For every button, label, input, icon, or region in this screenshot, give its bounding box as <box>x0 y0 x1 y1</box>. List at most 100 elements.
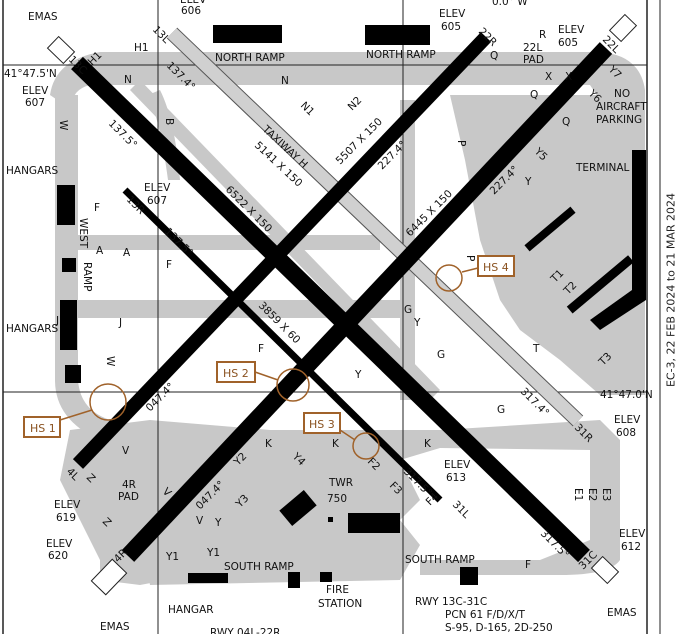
terminal-building <box>590 150 646 330</box>
map-label: 41°47.0'N <box>600 389 653 401</box>
map-label: A <box>123 247 131 259</box>
map-label: 605 <box>441 21 461 33</box>
map-label: Y <box>354 369 362 381</box>
map-label: ELEV <box>46 538 73 550</box>
map-label: 41°47.5'N <box>4 68 57 80</box>
map-label: F <box>258 343 264 355</box>
hangar-south <box>188 573 228 583</box>
map-label: 607 <box>25 97 45 109</box>
map-label: STATION <box>318 598 362 610</box>
hotspot-1-circle[interactable] <box>89 383 127 421</box>
map-label: G <box>404 304 412 316</box>
building <box>288 572 300 588</box>
hotspot-2-circle[interactable] <box>276 368 310 402</box>
runway-4l-22r[interactable] <box>72 32 492 469</box>
hotspot-4-circle[interactable] <box>435 264 463 292</box>
map-label: 750 <box>327 493 347 505</box>
building <box>460 567 478 585</box>
taxiway-a <box>78 235 380 250</box>
map-label: 22L <box>523 42 542 54</box>
map-label: Y <box>413 317 421 329</box>
concourse <box>524 206 576 252</box>
building-north-ramp-2 <box>365 25 430 45</box>
map-label: V <box>122 445 130 457</box>
map-label: P <box>464 255 476 261</box>
map-label: HANGARS <box>6 323 59 335</box>
map-label: HANGARS <box>6 165 59 177</box>
map-label: R <box>539 29 546 41</box>
map-label: Q <box>530 89 538 101</box>
map-label: N <box>281 75 289 87</box>
building <box>348 513 400 533</box>
map-label: 619 <box>56 512 76 524</box>
map-label: ELEV <box>54 499 81 511</box>
map-label: A <box>96 245 104 257</box>
map-label: P <box>455 140 467 146</box>
map-label: S-95, D-165, 2D-250 <box>445 622 553 634</box>
map-label: 13L <box>150 24 172 46</box>
map-label: RWY 04L-22R <box>210 627 280 634</box>
map-label: B <box>163 118 175 125</box>
map-label: EMAS <box>28 11 58 23</box>
map-label: Q <box>562 116 570 128</box>
map-label: WEST <box>77 218 89 249</box>
map-label: NORTH RAMP <box>366 49 436 61</box>
map-label: RAMP <box>81 262 93 291</box>
hotspot-1-leader <box>59 409 93 421</box>
map-label: Y <box>524 176 532 188</box>
map-label: NO <box>614 88 630 100</box>
map-label: ELEV <box>619 528 646 540</box>
map-label: E3 <box>600 488 612 501</box>
tower-building <box>279 490 317 526</box>
map-label: Q <box>490 50 498 62</box>
hotspot-3-leader <box>339 429 356 441</box>
map-label: ELEV <box>22 85 49 97</box>
building-north-ramp <box>213 25 282 43</box>
hotspot-3-circle[interactable] <box>352 432 380 460</box>
map-label: EMAS <box>100 621 130 633</box>
map-label: J <box>118 317 122 329</box>
hotspot-1-box[interactable] <box>23 416 61 438</box>
hotspot-3-label: HS 3 <box>309 418 335 431</box>
map-label: F <box>525 559 531 571</box>
runway-13c-31c[interactable] <box>71 56 590 563</box>
map-label: W <box>57 120 69 131</box>
hotspot-3-box[interactable] <box>303 412 341 434</box>
map-label: K <box>424 438 432 450</box>
tower <box>328 517 333 522</box>
fire-station <box>320 572 332 582</box>
hotspot-2-leader <box>254 371 279 381</box>
emas-22l <box>608 13 638 43</box>
map-label: H1 <box>134 42 149 54</box>
map-label: 0.0° W <box>492 0 528 8</box>
map-label: J <box>55 315 59 327</box>
hotspot-circles <box>59 264 479 460</box>
map-label: 613 <box>446 472 466 484</box>
map-label: ELEV <box>614 414 641 426</box>
map-label: 607 <box>147 195 167 207</box>
map-label: Y <box>214 517 222 529</box>
map-label: X <box>545 71 552 83</box>
map-label: AIRCRAFT <box>596 101 647 113</box>
map-label: FIRE <box>326 584 349 596</box>
terminal-apron <box>450 95 645 395</box>
map-label: 605 <box>558 37 578 49</box>
hotspot-labels: HS 1 HS 2 HS 3 HS 4 <box>23 255 515 438</box>
map-label: G <box>437 349 445 361</box>
hotspot-4-leader <box>461 267 479 273</box>
map-label: E1 <box>572 488 584 501</box>
concourse <box>566 255 634 314</box>
map-label: TWR <box>328 477 353 489</box>
map-label: N2 <box>346 94 365 113</box>
hotspot-2-box[interactable] <box>216 361 256 383</box>
hotspot-4-box[interactable] <box>477 255 515 277</box>
emas-31c <box>590 555 620 585</box>
runway-13r-31l[interactable] <box>122 187 443 503</box>
chart-effective-dates: EC-3, 22 FEB 2024 to 21 MAR 2024 <box>664 192 678 388</box>
runway-4r-22l[interactable] <box>121 42 613 562</box>
map-label: F <box>94 202 100 214</box>
taxiway-h <box>167 28 583 426</box>
map-label: ELEV <box>558 24 585 36</box>
